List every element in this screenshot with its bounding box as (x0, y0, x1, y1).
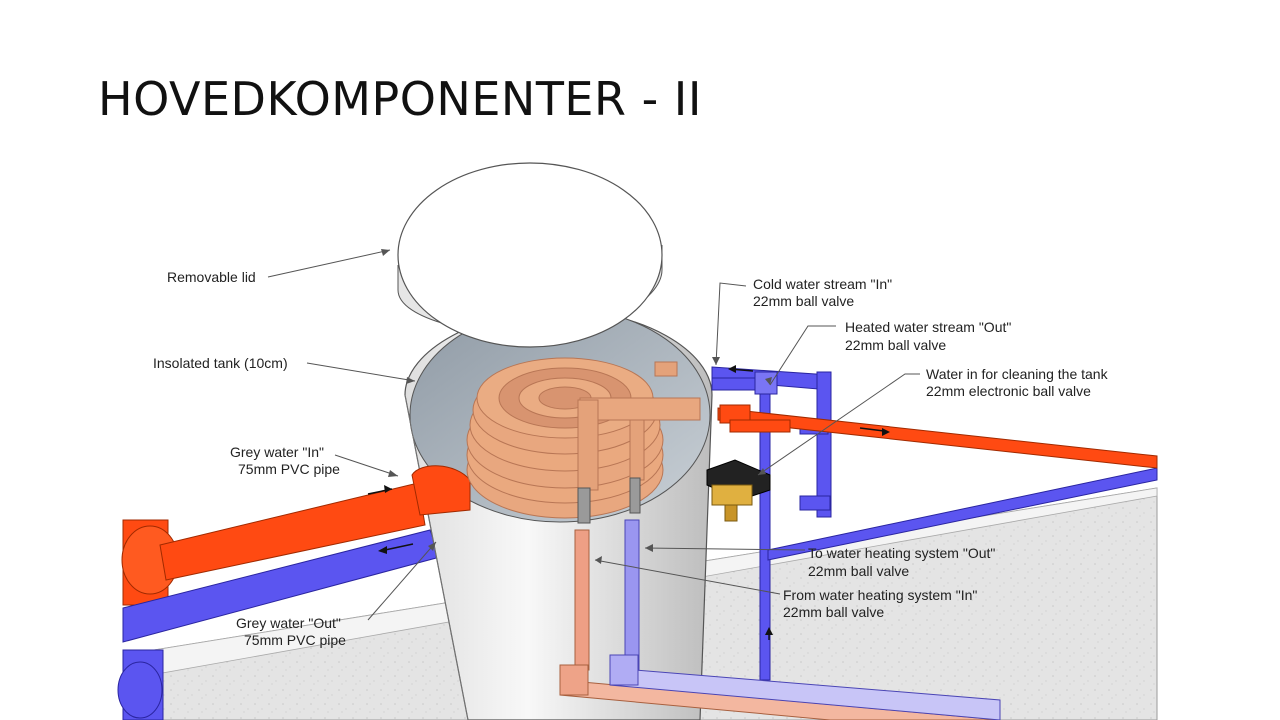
cleaning-water-pipe (717, 404, 1158, 469)
grey-water-in-label: Grey water "In" (230, 444, 324, 460)
cold-water-in-label: Cold water stream "In" (753, 276, 893, 292)
cleaning-water-sublabel: 22mm electronic ball valve (926, 383, 1091, 399)
cleaning-water-label: Water in for cleaning the tank (926, 366, 1108, 382)
grey-water-out-sublabel: 75mm PVC pipe (244, 632, 346, 648)
from-heating-sublabel: 22mm ball valve (783, 604, 885, 620)
slide-title: HOVEDKOMPONENTER - II (98, 72, 702, 126)
insolated-tank-label: Insolated tank (10cm) (153, 355, 288, 371)
copper-coil (466, 357, 664, 519)
grey-water-in-sublabel: 75mm PVC pipe (238, 461, 340, 477)
electronic-ball-valve (706, 459, 771, 522)
to-heating-sublabel: 22mm ball valve (808, 563, 910, 579)
cold-water-in-sublabel: 22mm ball valve (753, 293, 855, 309)
heated-water-out-sublabel: 22mm ball valve (845, 337, 947, 353)
grey-water-out-label: Grey water "Out" (236, 615, 341, 631)
grey-water-in-pipe (159, 482, 426, 581)
heating-system-pipes (559, 519, 1001, 720)
removable-lid-label: Removable lid (167, 269, 256, 285)
from-heating-label: From water heating system "In" (783, 587, 978, 603)
removable-lid (397, 162, 663, 348)
heated-water-out-label: Heated water stream "Out" (845, 319, 1012, 335)
to-heating-label: To water heating system "Out" (808, 545, 996, 561)
